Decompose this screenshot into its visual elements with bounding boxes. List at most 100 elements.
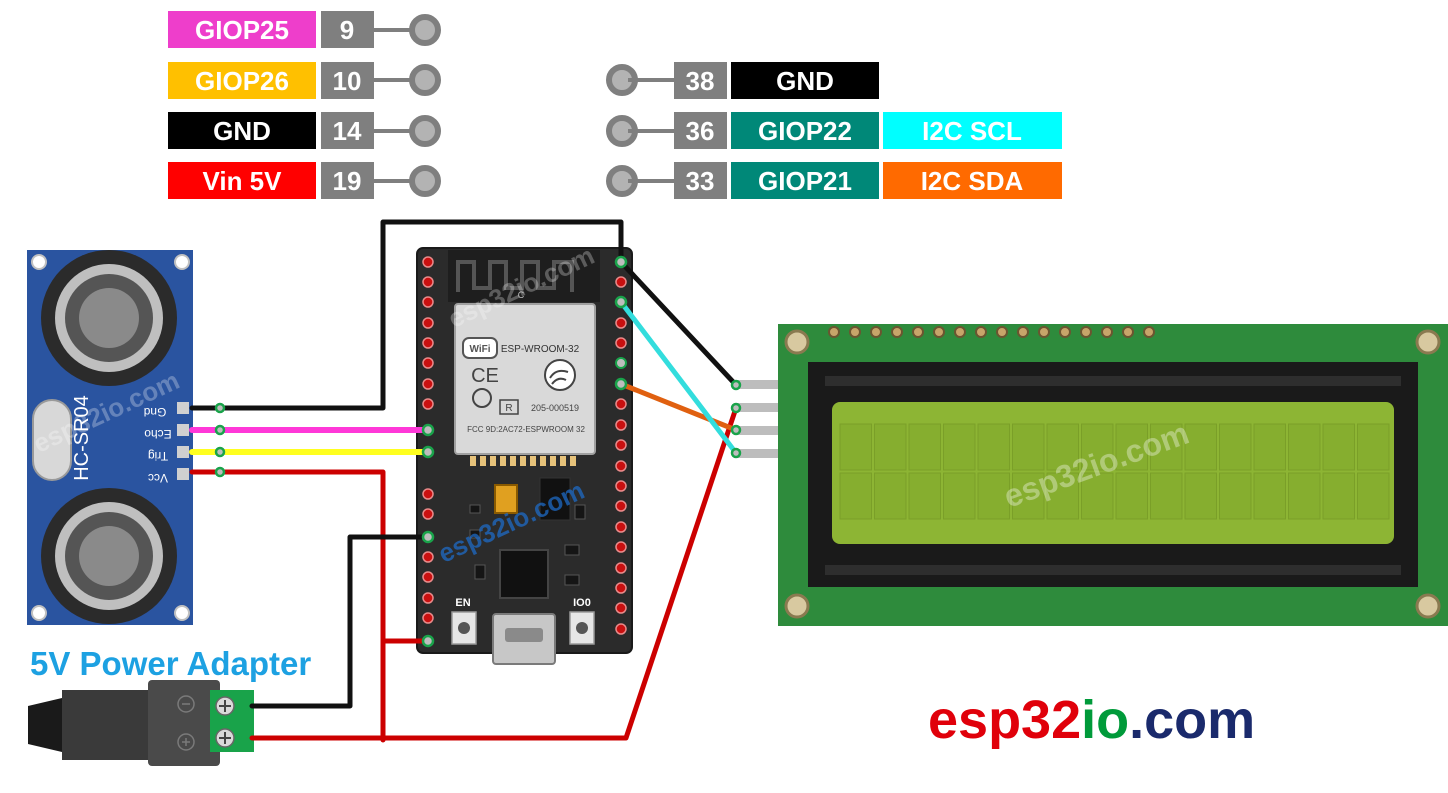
plus-icon-bars xyxy=(182,738,190,746)
legend-function-label: I2C SCL xyxy=(922,116,1022,146)
lcd-frame-rail-bottom xyxy=(825,565,1401,575)
lcd-character-cell xyxy=(1288,423,1321,471)
legend-pin-number: 10 xyxy=(333,66,362,96)
pin-legend-right: 38 GND 36 GIOP22 I2C SCL 33 GIOP21 I2C S… xyxy=(606,62,1062,199)
module-pins xyxy=(470,456,576,466)
lcd-character-cell xyxy=(908,423,941,471)
sensor-pin-label-trig: Trig xyxy=(148,449,168,463)
legend-pin-box xyxy=(321,162,374,199)
legend-function-box xyxy=(883,162,1062,199)
legend-row-giop26: GIOP26 10 xyxy=(168,62,441,99)
sensor-pin-echo xyxy=(177,424,189,436)
dc-jack-plug xyxy=(28,698,62,752)
lcd-character-cell xyxy=(943,472,976,520)
wire-sensor-vcc xyxy=(189,469,386,743)
hc-sr04-sensor: HC-SR04 Gnd Echo Trig Vcc esp32io.com xyxy=(27,250,193,625)
brand-part-io: io xyxy=(1081,690,1129,750)
legend-row-giop22: 36 GIOP22 I2C SCL xyxy=(606,112,1062,149)
wire-lcd-scl xyxy=(618,299,739,456)
lcd-display: esp32io.com xyxy=(735,324,1448,626)
legend-signal-label: GIOP21 xyxy=(758,166,852,196)
legend-signal-box xyxy=(168,62,316,99)
legend-signal-label: GND xyxy=(213,116,271,146)
antenna-trace xyxy=(456,260,574,292)
wires xyxy=(189,219,739,743)
lcd-character-cell xyxy=(1288,472,1321,520)
legend-row-gnd: GND 14 xyxy=(168,112,441,149)
r-mark: R xyxy=(505,403,512,414)
legend-signal-box xyxy=(731,112,879,149)
lcd-character-cell xyxy=(977,472,1010,520)
cert-number: 205-000519 xyxy=(531,403,579,413)
legend-signal-label: GIOP26 xyxy=(195,66,289,96)
lcd-character-cell xyxy=(1219,472,1252,520)
esp32-board: C WiFi ESP-WROOM-32 CE R 205-000519 FCC … xyxy=(416,240,633,665)
legend-pin-dot xyxy=(409,115,441,147)
ce-mark: CE xyxy=(471,365,499,387)
wifi-logo xyxy=(462,337,498,359)
sensor-pin-label-gnd: Gnd xyxy=(144,405,167,419)
io0-button-cap[interactable] xyxy=(576,622,588,634)
lcd-character-cell xyxy=(1046,472,1079,520)
lcd-character-cell xyxy=(1115,423,1148,471)
sensor-model-label: HC-SR04 xyxy=(71,395,93,481)
espressif-logo xyxy=(544,359,576,391)
sensor-pin-vcc xyxy=(177,468,189,480)
lcd-character-cell xyxy=(1012,472,1045,520)
wire-lcd-gnd xyxy=(618,259,739,388)
legend-signal-label: Vin 5V xyxy=(202,166,282,196)
lcd-character-cell xyxy=(1115,472,1148,520)
legend-pin-box xyxy=(674,112,727,149)
legend-pin-box xyxy=(321,11,374,48)
brand-part-esp32: esp32 xyxy=(928,690,1081,750)
legend-signal-label: GIOP22 xyxy=(758,116,852,146)
brand-logo: esp32io.com xyxy=(928,690,1255,750)
legend-signal-label: GIOP25 xyxy=(195,15,289,45)
wifi-logo-label: WiFi xyxy=(469,344,490,355)
lcd-character-cell xyxy=(874,423,907,471)
voltage-regulator xyxy=(539,477,571,521)
legend-signal-box xyxy=(731,62,879,99)
legend-pin-number: 19 xyxy=(333,166,362,196)
legend-pin-dot xyxy=(409,64,441,96)
lcd-character-cell xyxy=(1253,472,1286,520)
module-label: ESP-WROOM-32 xyxy=(501,344,580,355)
legend-pin-number: 36 xyxy=(686,116,715,146)
fcc-label: FCC 9D:2AC72-ESPWROOM 32 xyxy=(467,425,585,434)
en-label: EN xyxy=(455,597,470,609)
lcd-character-cell xyxy=(1219,423,1252,471)
lcd-character-cell xyxy=(1150,423,1183,471)
lcd-character-cell xyxy=(1046,423,1079,471)
lcd-frame-rail-top xyxy=(825,376,1401,386)
transducer-bottom xyxy=(41,488,177,624)
lcd-character-grid xyxy=(839,423,1390,520)
legend-function-label: I2C SDA xyxy=(921,166,1024,196)
pin-legend-left: GIOP25 9 GIOP26 10 GND 14 Vin 5V xyxy=(168,11,441,199)
smd-components xyxy=(469,504,586,586)
en-button-cap[interactable] xyxy=(458,622,470,634)
wire-end-markers xyxy=(214,255,742,648)
mount-hole xyxy=(31,254,47,270)
legend-row-giop25: GIOP25 9 xyxy=(168,11,441,48)
sensor-pin-label-echo: Echo xyxy=(144,427,172,441)
micro-usb-opening xyxy=(505,628,543,642)
lcd-character-cell xyxy=(1357,472,1390,520)
lcd-character-cell xyxy=(1012,423,1045,471)
legend-row-vin: Vin 5V 19 xyxy=(168,162,441,199)
transducer-top xyxy=(41,250,177,386)
cert-icon xyxy=(472,388,492,408)
lcd-character-cell xyxy=(1253,423,1286,471)
wire-power-gnd xyxy=(249,534,431,709)
legend-signal-box xyxy=(168,11,316,48)
legend-function-box xyxy=(883,112,1062,149)
lcd-mount-holes xyxy=(784,329,1441,619)
lcd-character-cell xyxy=(1322,472,1355,520)
legend-pin-box xyxy=(674,62,727,99)
io0-label: IO0 xyxy=(573,597,591,609)
lcd-character-cell xyxy=(977,423,1010,471)
legend-pin-number: 33 xyxy=(686,166,715,196)
legend-signal-box xyxy=(731,162,879,199)
right-header-pins xyxy=(615,276,627,635)
crystal-oscillator xyxy=(32,399,72,481)
